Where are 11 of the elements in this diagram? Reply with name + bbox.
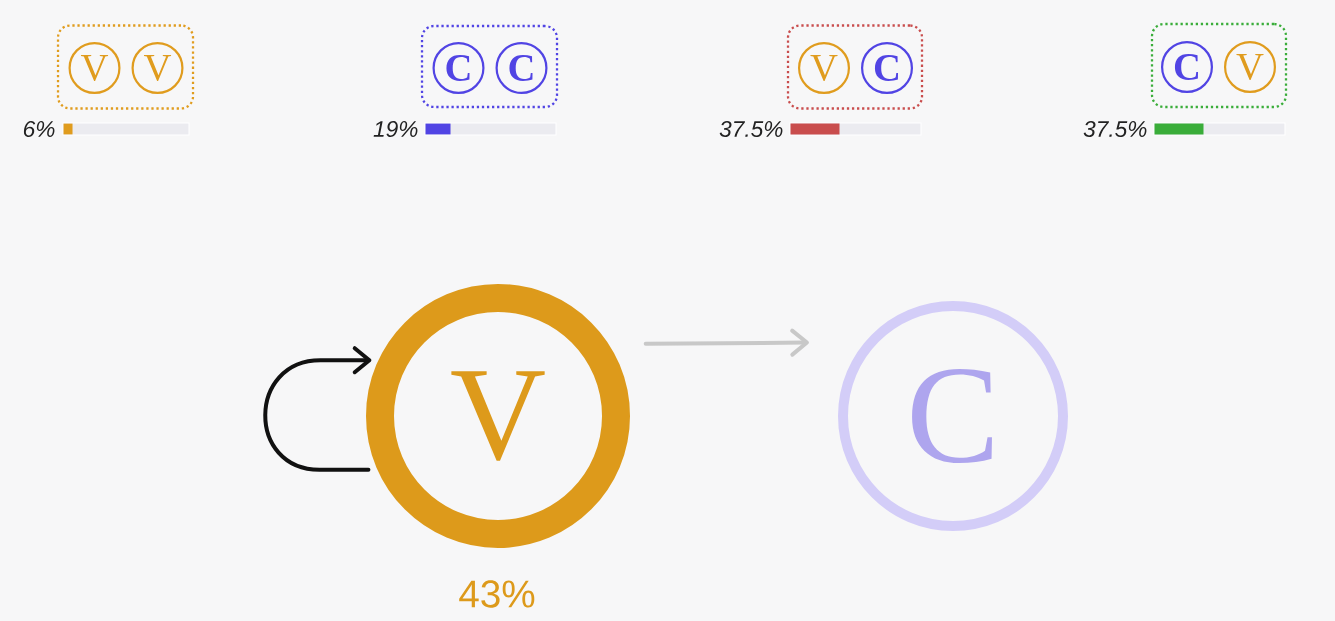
percent-label: 19% (373, 120, 418, 138)
percent-label: 37.5% (1083, 120, 1147, 138)
loop-arrow (263, 346, 372, 472)
dotted-box (420, 24, 559, 109)
percent-label: 43% (459, 580, 535, 608)
dotted-box (1150, 22, 1288, 109)
percent-label: 37.5% (719, 120, 783, 138)
dotted-box (56, 24, 195, 110)
arrow (643, 328, 809, 357)
percent-label: 6% (23, 120, 55, 138)
dotted-box (786, 24, 924, 110)
